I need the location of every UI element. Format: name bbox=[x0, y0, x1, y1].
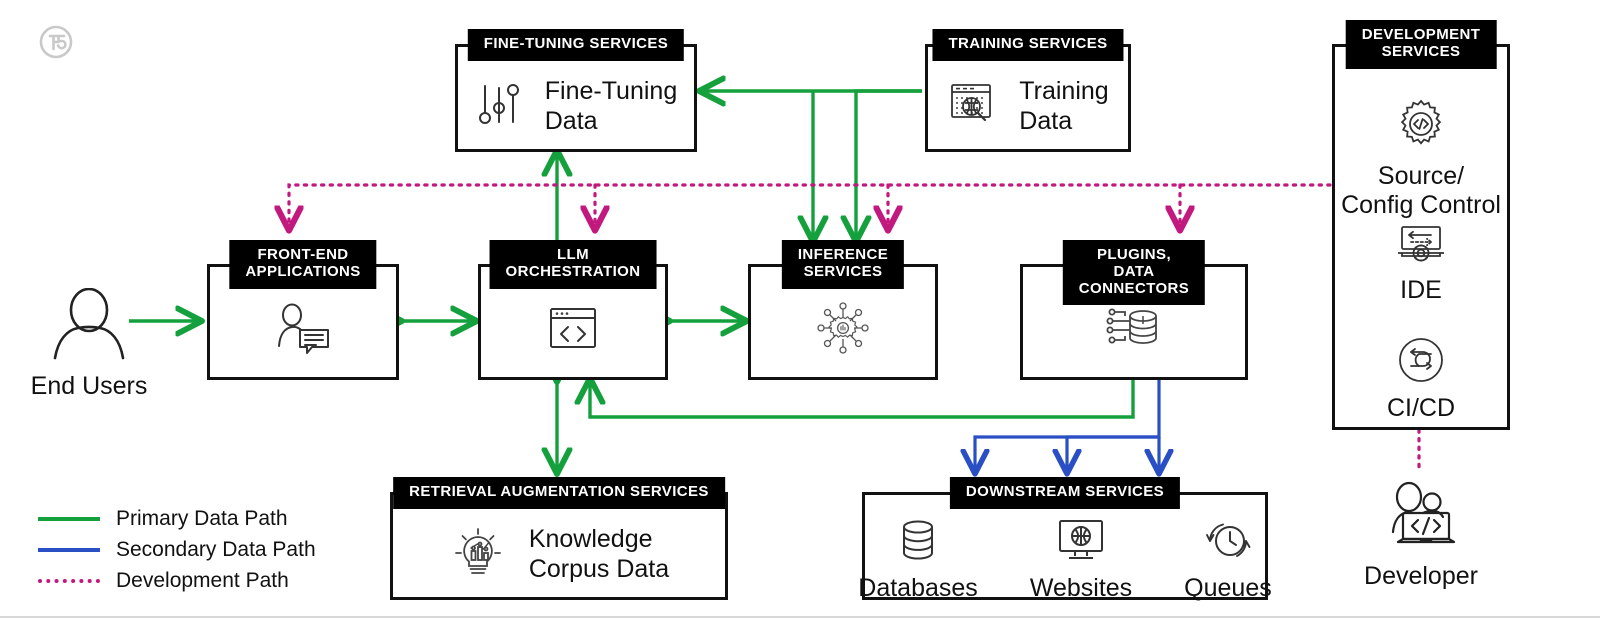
downstream-item-databases[interactable]: Databases bbox=[858, 517, 978, 603]
node-fine-tuning-label: Fine-Tuning Data bbox=[544, 76, 678, 136]
node-training-label: Training Data bbox=[1019, 76, 1109, 136]
node-inference-header: INFERENCE SERVICES bbox=[781, 240, 905, 289]
node-llm-orchestration-header: LLM ORCHESTRATION bbox=[489, 240, 657, 289]
node-front-end-body bbox=[210, 267, 396, 377]
actor-developer-label: Developer bbox=[1364, 562, 1478, 590]
lightbulb-chart-icon bbox=[449, 523, 507, 586]
node-retrieval-header: RETRIEVAL AUGMENTATION SERVICES bbox=[393, 477, 725, 509]
legend-swatch-primary bbox=[38, 516, 100, 521]
f5-logo bbox=[38, 24, 74, 65]
node-downstream-services[interactable]: DOWNSTREAM SERVICES Databases bbox=[858, 477, 1272, 603]
legend-label-development: Development Path bbox=[116, 568, 289, 592]
node-downstream-header: DOWNSTREAM SERVICES bbox=[949, 477, 1181, 509]
node-plugins-header: PLUGINS, DATA CONNECTORS bbox=[1062, 240, 1206, 306]
legend-swatch-development bbox=[38, 578, 100, 583]
node-fine-tuning-body: Fine-Tuning Data bbox=[458, 47, 694, 149]
gear-code-icon bbox=[1335, 95, 1507, 158]
node-llm-orchestration-body bbox=[481, 267, 665, 377]
node-inference-body bbox=[751, 267, 935, 377]
gear-network-icon bbox=[812, 297, 874, 364]
user-chat-icon bbox=[272, 302, 334, 359]
database-connector-icon bbox=[1105, 302, 1163, 359]
node-plugins-data-connectors[interactable]: PLUGINS, DATA CONNECTORS bbox=[1020, 240, 1248, 380]
legend-item-development: Development Path bbox=[38, 565, 316, 596]
downstream-item-queues[interactable]: Queues bbox=[1184, 517, 1272, 603]
legend-item-primary: Primary Data Path bbox=[38, 503, 316, 534]
node-training-services[interactable]: TRAINING SERVICES bbox=[925, 29, 1131, 152]
monitor-globe-icon bbox=[1030, 517, 1132, 570]
downstream-item-queues-label: Queues bbox=[1184, 574, 1272, 602]
node-downstream-body: Databases Websites bbox=[858, 517, 1272, 603]
downstream-item-websites-label: Websites bbox=[1029, 574, 1133, 602]
edge-plugins-to-databases bbox=[975, 380, 1161, 472]
node-development-header: DEVELOPMENT SERVICES bbox=[1345, 20, 1497, 69]
node-training-header: TRAINING SERVICES bbox=[932, 29, 1124, 61]
secondary-path-edges bbox=[975, 380, 1159, 472]
edge-dev-to-frontend bbox=[289, 183, 1332, 228]
clock-cycle-icon bbox=[1184, 517, 1272, 570]
sliders-icon bbox=[475, 78, 523, 135]
downstream-item-websites[interactable]: Websites bbox=[1030, 517, 1132, 603]
node-retrieval-body: Knowledge Corpus Data bbox=[393, 495, 725, 597]
dev-item-cicd[interactable]: CI/CD bbox=[1335, 335, 1507, 423]
edge-training-to-inference bbox=[856, 89, 922, 240]
legend-item-secondary: Secondary Data Path bbox=[38, 534, 316, 565]
ide-monitor-icon bbox=[1335, 223, 1507, 272]
data-search-icon bbox=[947, 79, 997, 134]
node-front-end-applications[interactable]: FRONT-END APPLICATIONS bbox=[207, 240, 399, 380]
downstream-item-databases-label: Databases bbox=[858, 574, 978, 602]
dev-item-ide-label: IDE bbox=[1400, 276, 1442, 304]
cicd-cycle-icon bbox=[1335, 335, 1507, 390]
node-retrieval-label: Knowledge Corpus Data bbox=[528, 524, 670, 584]
node-front-end-header: FRONT-END APPLICATIONS bbox=[229, 240, 377, 289]
node-inference-services[interactable]: INFERENCE SERVICES bbox=[748, 240, 938, 380]
legend: Primary Data Path Secondary Data Path De… bbox=[38, 503, 316, 596]
node-fine-tuning-header: FINE-TUNING SERVICES bbox=[467, 29, 685, 61]
actor-end-users-label: End Users bbox=[30, 372, 148, 400]
edge-plugins-to-llm bbox=[590, 380, 1135, 419]
legend-swatch-secondary bbox=[38, 547, 100, 552]
actor-end-users[interactable]: End Users bbox=[24, 287, 154, 401]
dev-item-cicd-label: CI/CD bbox=[1386, 394, 1456, 422]
developer-laptop-icon bbox=[1377, 480, 1465, 555]
node-llm-orchestration[interactable]: LLM ORCHESTRATION bbox=[478, 240, 668, 380]
node-fine-tuning-services[interactable]: FINE-TUNING SERVICES Fine-Tuning Data bbox=[455, 29, 697, 152]
dev-item-ide[interactable]: IDE bbox=[1335, 223, 1507, 305]
node-training-body: Training Data bbox=[928, 47, 1128, 149]
node-development-services[interactable]: DEVELOPMENT SERVICES Source/ Config Cont… bbox=[1332, 20, 1510, 430]
legend-label-secondary: Secondary Data Path bbox=[116, 537, 316, 561]
database-icon bbox=[858, 517, 978, 570]
bottom-divider bbox=[0, 616, 1600, 618]
node-plugins-body bbox=[1023, 267, 1245, 377]
dev-item-source-config-label: Source/ Config Control bbox=[1341, 162, 1501, 219]
person-icon bbox=[49, 287, 129, 365]
dev-item-source-config[interactable]: Source/ Config Control bbox=[1335, 95, 1507, 220]
edge-plugins-to-websites bbox=[1067, 435, 1159, 472]
actor-developer[interactable]: Developer bbox=[1339, 480, 1503, 591]
code-window-icon bbox=[546, 304, 600, 357]
node-retrieval-augmentation-services[interactable]: RETRIEVAL AUGMENTATION SERVICES bbox=[390, 477, 728, 600]
legend-label-primary: Primary Data Path bbox=[116, 506, 288, 530]
